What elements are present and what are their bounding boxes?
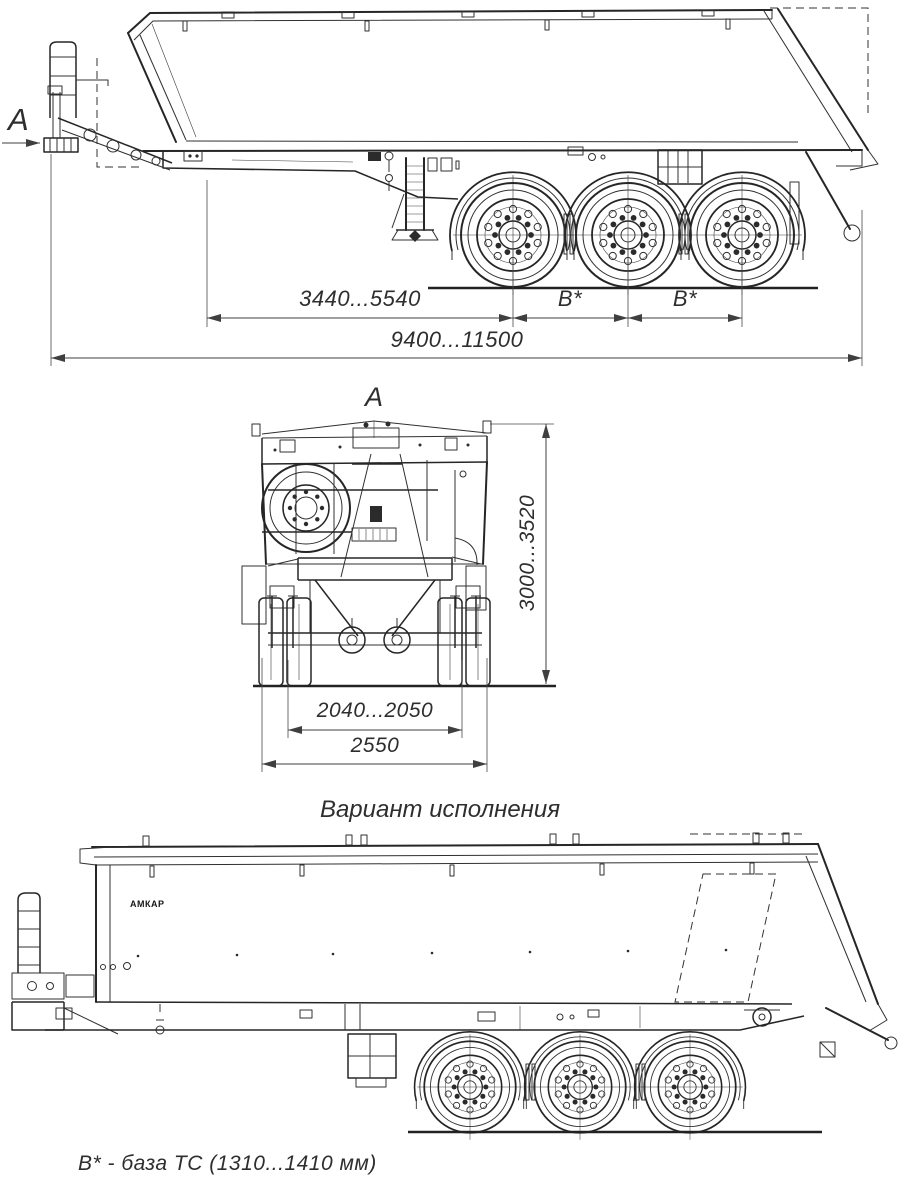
wheel bbox=[526, 1033, 634, 1141]
body-side-right bbox=[482, 461, 488, 565]
rear-stabilizer bbox=[825, 1007, 889, 1041]
rear-view: A bbox=[241, 382, 556, 772]
tarp-hook bbox=[544, 19, 550, 31]
toolbox bbox=[657, 149, 703, 185]
tarp-hook bbox=[182, 20, 188, 32]
front-contour-dashed bbox=[96, 58, 142, 168]
tarp-hook bbox=[449, 864, 455, 877]
tailgate-open-contour bbox=[674, 873, 777, 1003]
variant-view: Вариант исполнения АМКАР bbox=[11, 796, 898, 1141]
frame-top bbox=[142, 149, 863, 152]
kingpin-plate bbox=[183, 150, 203, 162]
front-ladder bbox=[17, 892, 41, 973]
tipped-contour-dashed bbox=[770, 7, 869, 118]
landing-gear bbox=[347, 1033, 397, 1088]
dim-text-overall-length: 9400...11500 bbox=[391, 327, 524, 352]
body-front-wall bbox=[127, 32, 177, 143]
dim-text-base-1: B* bbox=[558, 286, 583, 311]
rear-view-dimensions: 3000...3520 2040...2050 2550 bbox=[261, 423, 554, 772]
tarp-hook bbox=[149, 865, 155, 878]
rear-stabilizer bbox=[805, 151, 851, 230]
tarp-hook bbox=[364, 20, 370, 32]
landing-gear bbox=[391, 157, 439, 242]
front-bumper bbox=[43, 137, 79, 153]
tailgate bbox=[817, 843, 879, 1005]
dim-text-width: 2550 bbox=[350, 734, 400, 757]
frame-bottom bbox=[45, 1015, 805, 1031]
variant-title: Вариант исполнения bbox=[320, 796, 560, 823]
tailgate-hinge bbox=[752, 1007, 772, 1027]
side-view: A 3440...5540 B* B* 9400...11500 bbox=[2, 7, 879, 366]
tailgate bbox=[777, 8, 869, 151]
dim-text-kingpin-to-axles: 3440...5540 bbox=[299, 286, 421, 311]
body-floor-line bbox=[95, 1001, 793, 1005]
view-a-title: A bbox=[363, 382, 383, 412]
front-ladder bbox=[49, 41, 77, 118]
section-arrow-label: A bbox=[6, 102, 29, 137]
marker-lamp bbox=[482, 420, 492, 434]
tarp-hook bbox=[725, 18, 731, 30]
tarp-hook bbox=[599, 863, 605, 876]
hoist-frame bbox=[340, 453, 429, 578]
tarp-hook bbox=[749, 862, 755, 875]
spare-wheel bbox=[261, 463, 351, 553]
dim-text-track: 2040...2050 bbox=[316, 699, 433, 722]
wheel bbox=[636, 1033, 744, 1141]
dim-text-height: 3000...3520 bbox=[516, 495, 539, 611]
suspension bbox=[241, 556, 487, 654]
brand-logo: АМКАР bbox=[130, 899, 165, 909]
marker-lamp bbox=[251, 423, 261, 437]
wheel bbox=[416, 1033, 524, 1141]
dim-text-base-2: B* bbox=[673, 286, 698, 311]
body-top-rail bbox=[91, 843, 819, 848]
footnote: B* - база ТС (1310...1410 мм) bbox=[78, 1152, 377, 1175]
frame-bottom bbox=[162, 151, 459, 200]
side-view-dimensions: 3440...5540 B* B* 9400...11500 bbox=[50, 154, 863, 366]
body-side-left bbox=[261, 463, 267, 565]
tarp-hook bbox=[299, 864, 305, 877]
body-floor-line bbox=[185, 140, 799, 143]
body-top-rail bbox=[127, 9, 773, 34]
